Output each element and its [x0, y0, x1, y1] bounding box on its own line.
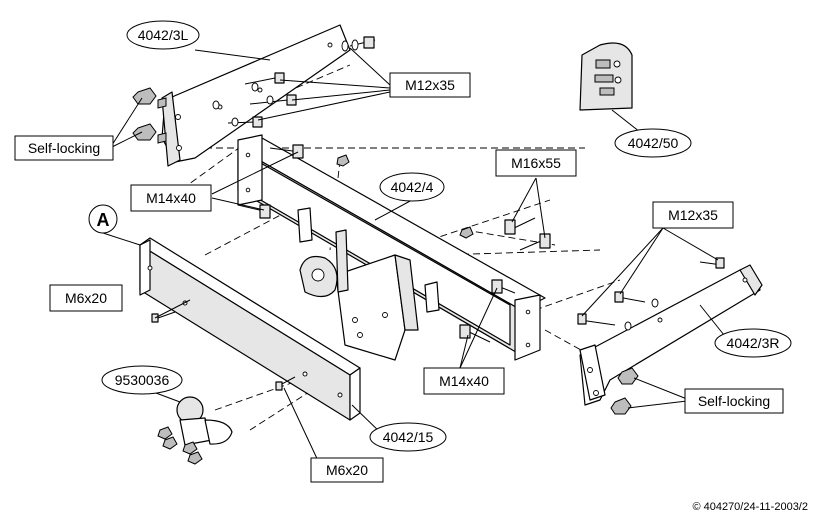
label-self-locking-right: Self-locking	[684, 388, 784, 414]
assembly-axes	[159, 64, 621, 431]
copyright-text: © 404270/24-11-2003/2	[692, 501, 808, 513]
m12x35-bolts-right	[577, 257, 725, 331]
label-m6x20-left: M6x20	[49, 284, 123, 312]
svg-text:4042/50: 4042/50	[628, 135, 679, 151]
svg-text:M12x35: M12x35	[668, 207, 718, 223]
svg-text:4042/3L: 4042/3L	[138, 27, 189, 43]
svg-text:Self-locking: Self-locking	[698, 393, 770, 409]
m14x40-bolts-left	[237, 144, 350, 219]
label-m12x35-right: M12x35	[652, 201, 734, 229]
label-self-locking-left: Self-locking	[14, 135, 114, 161]
right-self-locking-nuts	[610, 367, 639, 415]
label-m12x35-top: M12x35	[389, 72, 471, 98]
m12x35-bolts-top	[212, 36, 376, 128]
label-4042-50: 4042/50	[614, 128, 692, 158]
label-4042-15: 4042/15	[369, 422, 447, 452]
svg-text:M14x40: M14x40	[146, 190, 196, 206]
svg-text:4042/3R: 4042/3R	[727, 335, 780, 351]
svg-text:4042/4: 4042/4	[391, 179, 434, 195]
label-m6x20-bottom: M6x20	[310, 457, 384, 483]
label-m14x40-left: M14x40	[130, 184, 212, 212]
left-side-bracket	[161, 24, 351, 167]
main-crossbar	[237, 134, 546, 361]
svg-text:Self-locking: Self-locking	[28, 140, 100, 156]
tow-ball-assembly	[157, 396, 233, 465]
label-4042-3r: 4042/3R	[714, 328, 792, 358]
left-self-locking-nuts	[132, 87, 167, 144]
m14x40-bolts-bottom	[459, 279, 516, 343]
svg-text:M14x40: M14x40	[439, 373, 489, 389]
label-9530036: 9530036	[101, 365, 183, 395]
label-m16x55: M16x55	[495, 149, 577, 177]
hardware-bag-inset	[579, 42, 633, 111]
svg-text:9530036: 9530036	[115, 372, 170, 388]
label-4042-4: 4042/4	[379, 172, 445, 202]
label-4042-3l: 4042/3L	[126, 20, 200, 50]
svg-text:M12x35: M12x35	[405, 77, 455, 93]
label-m14x40-bottom: M14x40	[423, 367, 505, 395]
right-side-bracket	[579, 264, 763, 406]
bumper-bar	[139, 237, 361, 421]
svg-text:M6x20: M6x20	[326, 462, 368, 478]
svg-text:4042/15: 4042/15	[383, 429, 434, 445]
svg-text:M16x55: M16x55	[511, 155, 561, 171]
label-a-marker: A	[88, 204, 118, 234]
svg-text:M6x20: M6x20	[65, 290, 107, 306]
m16x55-bolts	[459, 217, 551, 251]
svg-text:A: A	[97, 210, 110, 230]
